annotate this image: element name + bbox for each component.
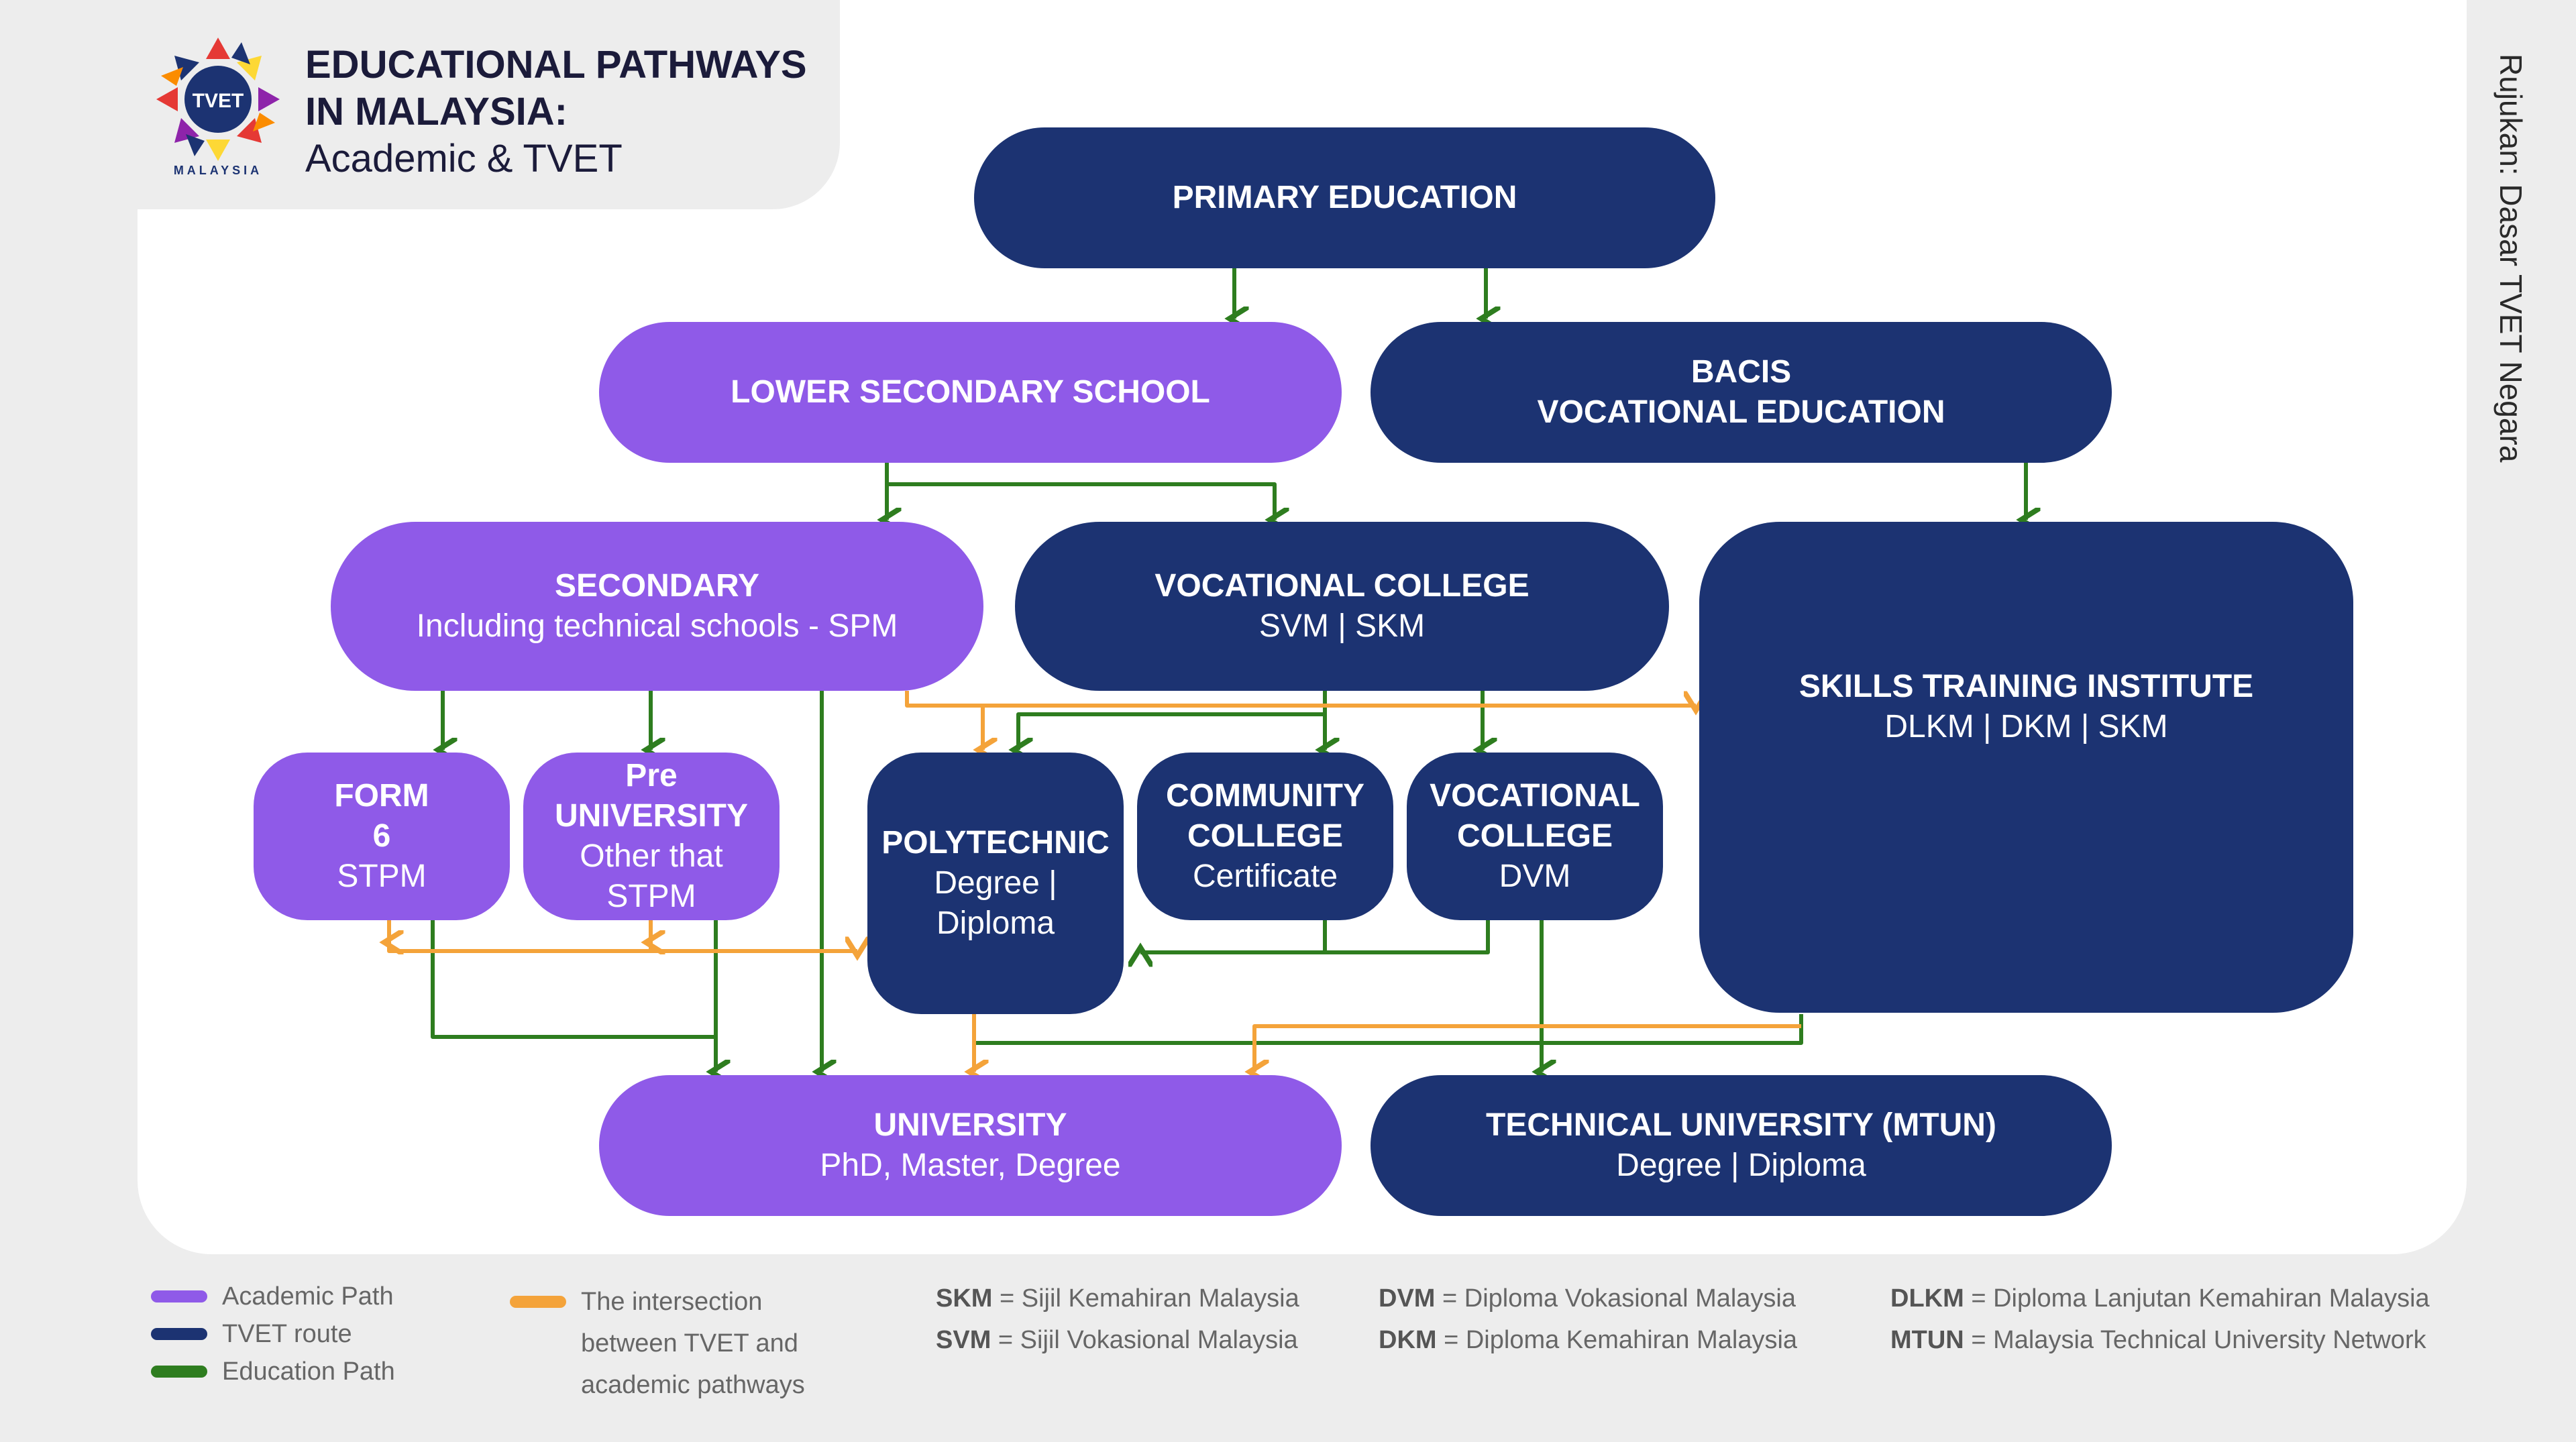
abbreviation-item: SKM = Sijil Kemahiran Malaysia xyxy=(936,1284,1299,1313)
legend-label-line-2: between TVET and xyxy=(581,1329,798,1357)
node-title: UNIVERSITY xyxy=(873,1107,1067,1143)
academic-swatch-icon xyxy=(151,1290,207,1302)
legend-label: Academic Path xyxy=(222,1282,394,1311)
legend: Academic Path TVET route Education Path xyxy=(151,1278,395,1390)
node-pre-university: Pre UNIVERSITY Other that STPM xyxy=(523,753,780,920)
node-sub-line-2: Diploma xyxy=(936,905,1055,941)
node-title-line-1: FORM xyxy=(334,778,429,814)
node-title-line-2: 6 xyxy=(372,818,391,854)
abbreviation-item: DKM = Diploma Kemahiran Malaysia xyxy=(1379,1326,1798,1354)
logo-caption: MALAYSIA xyxy=(174,164,262,177)
node-lower-secondary-school: LOWER SECONDARY SCHOOL xyxy=(599,322,1342,463)
abbreviation-item: SVM = Sijil Vokasional Malaysia xyxy=(936,1326,1298,1354)
node-title-line-1: Pre xyxy=(625,758,678,793)
node-sub-line-2: STPM xyxy=(606,879,696,914)
education-swatch-icon xyxy=(151,1366,207,1378)
abbreviation-item: DLKM = Diploma Lanjutan Kemahiran Malays… xyxy=(1890,1284,2430,1313)
header-panel xyxy=(0,0,840,209)
node-technical-university: TECHNICAL UNIVERSITY (MTUN) Degree | Dip… xyxy=(1371,1075,2112,1216)
abbreviations-col-2: DVM = Diploma Vokasional Malaysia DKM = … xyxy=(1379,1278,1797,1361)
title-subtitle: Academic & TVET xyxy=(305,137,623,180)
node-skills-training-institute: SKILLS TRAINING INSTITUTE DLKM | DKM | S… xyxy=(1699,522,2353,1013)
node-basic-vocational-education: BACIS VOCATIONAL EDUCATION xyxy=(1371,322,2112,463)
node-title: SECONDARY xyxy=(555,568,759,604)
node-title: LOWER SECONDARY SCHOOL xyxy=(731,374,1210,410)
legend-item-tvet: TVET route xyxy=(151,1315,395,1353)
node-secondary: SECONDARY Including technical schools - … xyxy=(331,522,983,691)
legend-label-line-1: The intersection xyxy=(581,1288,763,1316)
node-title-line-2: UNIVERSITY xyxy=(554,798,749,834)
node-title: SKILLS TRAINING INSTITUTE xyxy=(1799,669,2254,704)
tvet-swatch-icon xyxy=(151,1328,207,1340)
page-title: EDUCATIONAL PATHWAYS IN MALAYSIA: Academ… xyxy=(305,42,807,182)
node-polytechnic: POLYTECHNIC Degree | Diploma xyxy=(867,753,1124,1014)
node-form-6: FORM 6 STPM xyxy=(254,753,510,920)
intersection-swatch-icon xyxy=(510,1296,566,1308)
abbreviations-col-1: SKM = Sijil Kemahiran Malaysia SVM = Sij… xyxy=(936,1278,1299,1361)
node-university: UNIVERSITY PhD, Master, Degree xyxy=(599,1075,1342,1216)
legend-label: TVET route xyxy=(222,1320,352,1348)
node-title: PRIMARY EDUCATION xyxy=(1172,180,1517,215)
legend-item-academic: Academic Path xyxy=(151,1278,395,1315)
node-sub: Degree | Diploma xyxy=(1616,1148,1866,1183)
tvet-logo: TVET MALAYSIA xyxy=(151,32,285,180)
node-sub: STPM xyxy=(337,858,427,894)
node-sub: SVM | SKM xyxy=(1258,608,1426,644)
node-title-line-2: VOCATIONAL EDUCATION xyxy=(1537,394,1945,430)
intersection-path-lines xyxy=(389,691,1801,1072)
node-title: POLYTECHNIC xyxy=(881,825,1110,861)
legend-item-education: Education Path xyxy=(151,1353,395,1390)
node-title: TECHNICAL UNIVERSITY (MTUN) xyxy=(1486,1107,1996,1143)
node-sub-line-1: Other that xyxy=(580,838,723,874)
legend-intersection: The intersection between TVET and academ… xyxy=(510,1281,805,1406)
legend-label-line-3: academic pathways xyxy=(581,1371,805,1399)
abbreviations-col-3: DLKM = Diploma Lanjutan Kemahiran Malays… xyxy=(1890,1278,2430,1361)
node-sub: Including technical schools - SPM xyxy=(416,608,898,644)
node-community-college: COMMUNITY COLLEGE Certificate xyxy=(1137,753,1393,920)
node-title-line-2: COLLEGE xyxy=(1456,818,1613,854)
abbreviation-item: DVM = Diploma Vokasional Malaysia xyxy=(1379,1284,1796,1313)
node-primary-education: PRIMARY EDUCATION xyxy=(974,127,1715,268)
node-sub: DLKM | DKM | SKM xyxy=(1884,709,2168,744)
node-sub: Certificate xyxy=(1192,858,1338,894)
node-vocational-college-top: VOCATIONAL COLLEGE SVM | SKM xyxy=(1015,522,1669,691)
node-vocational-college-dvm: VOCATIONAL COLLEGE DVM xyxy=(1407,753,1663,920)
reference-text: Rujukan: Dasar TVET Negara xyxy=(2493,54,2528,463)
title-line-2: IN MALAYSIA: xyxy=(305,90,568,133)
logo-petals-icon xyxy=(156,38,280,161)
node-title-line-2: COLLEGE xyxy=(1187,818,1343,854)
node-sub-line-1: Degree | xyxy=(934,865,1057,901)
node-sub: DVM xyxy=(1499,858,1571,894)
abbreviation-item: MTUN = Malaysia Technical University Net… xyxy=(1890,1326,2426,1354)
node-title-line-1: BACIS xyxy=(1690,354,1792,390)
node-title-line-1: COMMUNITY xyxy=(1166,778,1364,814)
node-title: VOCATIONAL COLLEGE xyxy=(1155,568,1529,604)
right-strip xyxy=(2467,0,2576,1442)
node-title-line-1: VOCATIONAL xyxy=(1430,778,1640,814)
legend-label: Education Path xyxy=(222,1357,395,1386)
logo-text: TVET xyxy=(193,90,244,112)
node-sub: PhD, Master, Degree xyxy=(820,1148,1121,1183)
title-line-1: EDUCATIONAL PATHWAYS xyxy=(305,43,807,87)
